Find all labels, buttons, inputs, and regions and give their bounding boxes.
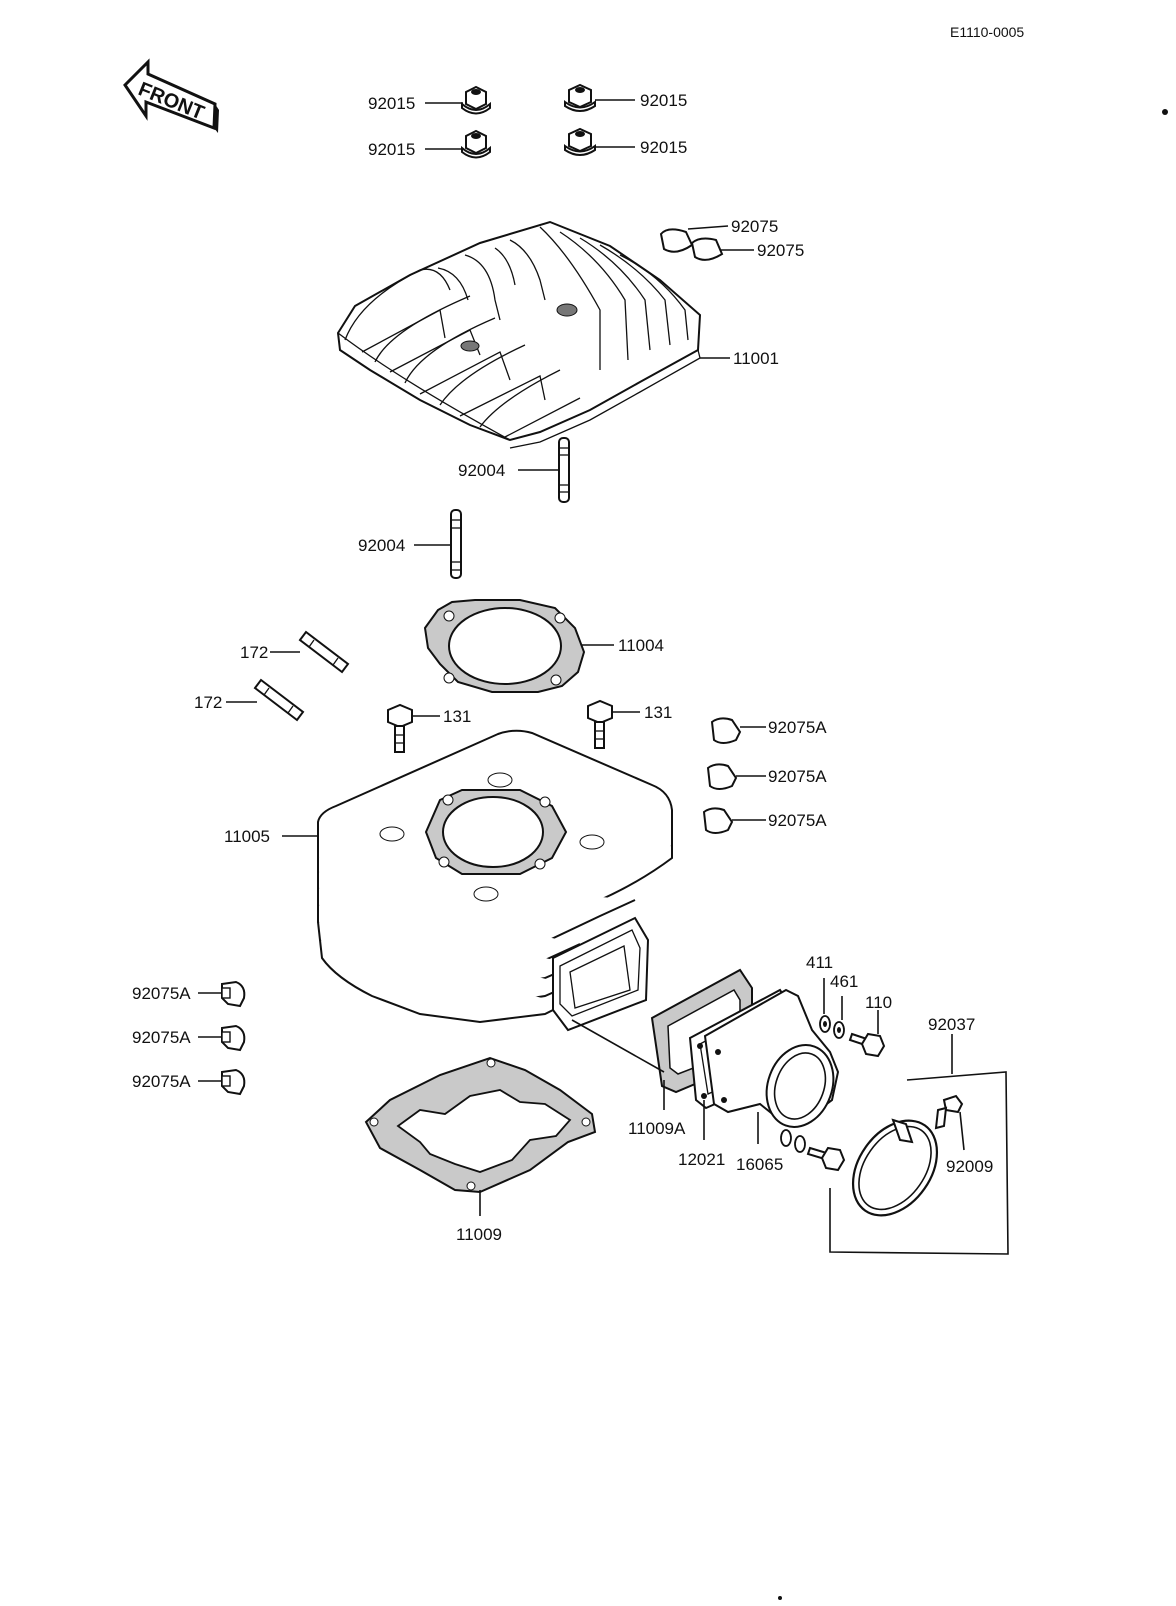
damper-92075A-left-3[interactable] [198, 1068, 246, 1096]
label-bolt-131-left: 131 [443, 707, 471, 726]
label-cylinder-head-11001: 11001 [733, 349, 779, 368]
label-damper-92075A-left-3: 92075A [132, 1072, 191, 1091]
registration-dot [1162, 109, 1168, 115]
label-damper-92075-2: 92075 [757, 241, 804, 260]
nut-92015-top-right[interactable] [564, 83, 635, 112]
stud-172-lower[interactable] [226, 678, 305, 722]
label-damper-92075A-right-3: 92075A [768, 811, 827, 830]
front-arrow-icon: FRONT [123, 58, 219, 133]
lower-washers-bolt[interactable] [780, 1129, 846, 1172]
label-damper-92075A-left-2: 92075A [132, 1028, 191, 1047]
washer-461[interactable] [833, 996, 845, 1039]
label-nut-92015-second-left: 92015 [368, 140, 415, 159]
nut-92015-second-left[interactable] [425, 129, 491, 159]
label-damper-92075A-left-1: 92075A [132, 984, 191, 1003]
washer-411[interactable] [819, 978, 831, 1033]
nut-92015-second-right[interactable] [564, 127, 635, 156]
label-clamp-screw-92009: 92009 [946, 1157, 993, 1176]
label-reed-valve-12021: 12021 [678, 1150, 725, 1169]
intake-manifold-16065[interactable] [703, 988, 844, 1144]
label-stud-92004-right: 92004 [458, 461, 505, 480]
label-nut-92015-top-left: 92015 [368, 94, 415, 113]
label-clamp-assembly-92037: 92037 [928, 1015, 975, 1034]
label-damper-92075-1: 92075 [731, 217, 778, 236]
label-intake-manifold-16065: 16065 [736, 1155, 783, 1174]
bolt-110[interactable] [848, 1010, 886, 1058]
head-gasket-11004[interactable] [423, 599, 614, 693]
label-cylinder-11005: 11005 [224, 827, 270, 846]
stud-92004-left[interactable] [414, 509, 462, 579]
label-nut-92015-second-right: 92015 [640, 138, 687, 157]
label-bolt-110: 110 [865, 993, 892, 1012]
label-washer-461: 461 [830, 972, 858, 991]
label-washer-411: 411 [806, 953, 833, 972]
bottom-mark [778, 1596, 782, 1600]
label-damper-92075A-right-2: 92075A [768, 767, 827, 786]
bolt-131-right[interactable] [587, 699, 640, 749]
damper-92075A-right-1[interactable] [710, 717, 766, 744]
clamp-assembly-92037[interactable] [829, 1034, 1009, 1255]
label-nut-92015-top-right: 92015 [640, 91, 687, 110]
stud-172-upper[interactable] [270, 630, 350, 674]
stud-92004-right[interactable] [518, 437, 570, 503]
label-damper-92075A-right-1: 92075A [768, 718, 827, 737]
clamp-screw-92009[interactable] [934, 1094, 965, 1151]
damper-92075A-left-1[interactable] [198, 980, 246, 1008]
label-bolt-131-right: 131 [644, 703, 672, 722]
label-stud-172-lower: 172 [194, 693, 222, 712]
diagram-code: E1110-0005 [950, 24, 1024, 40]
damper-92075-2[interactable] [690, 237, 754, 261]
damper-92075A-left-2[interactable] [198, 1024, 246, 1052]
label-reed-gasket-11009A: 11009A [628, 1119, 686, 1138]
nut-92015-top-left[interactable] [425, 85, 491, 115]
label-head-gasket-11004: 11004 [618, 636, 664, 655]
bolt-131-left[interactable] [387, 703, 440, 753]
damper-92075A-right-2[interactable] [706, 763, 766, 790]
base-gasket-11009[interactable] [364, 1056, 597, 1216]
damper-92075A-right-3[interactable] [702, 807, 766, 834]
cylinder-head-11001[interactable] [336, 220, 730, 449]
label-stud-172-upper: 172 [240, 643, 268, 662]
cylinder-11005[interactable] [282, 729, 673, 1032]
label-base-gasket-11009: 11009 [456, 1225, 502, 1244]
label-stud-92004-left: 92004 [358, 536, 405, 555]
